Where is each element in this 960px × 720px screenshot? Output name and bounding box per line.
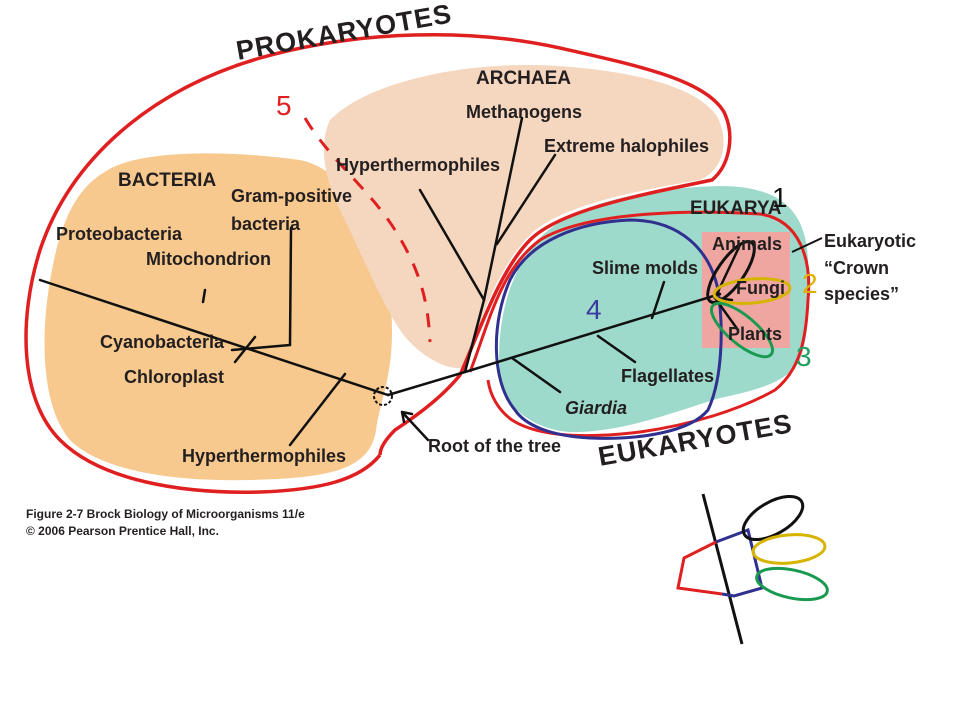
flagellates-label: Flagellates [621, 366, 714, 386]
crown-pointer-line [791, 237, 823, 253]
schematic-green-ellipse [755, 566, 829, 602]
marker-2: 2 [802, 268, 818, 299]
schematic-red-shape [676, 540, 723, 596]
prokaryotes-outline [24, 32, 732, 494]
proteobacteria-label: Proteobacteria [56, 224, 183, 244]
marker-5: 5 [276, 90, 292, 121]
schematic [676, 493, 829, 645]
gram-positive-label: Gram-positive [231, 186, 352, 206]
archaea-label: ARCHAEA [476, 68, 571, 89]
root-arrow [400, 410, 430, 442]
marker-1: 1 [772, 182, 788, 213]
extreme-halophiles-label: Extreme halophiles [544, 136, 709, 156]
marker-3: 3 [796, 341, 812, 372]
crown-annotation-line1: Eukaryotic [824, 231, 916, 251]
root-of-tree-label: Root of the tree [428, 436, 561, 456]
hyperthermophiles-archaea-label: Hyperthermophiles [336, 155, 500, 175]
figure-caption-line2: © 2006 Pearson Prentice Hall, Inc. [26, 524, 219, 538]
chloroplast-label: Chloroplast [124, 367, 224, 387]
plants-label: Plants [728, 324, 782, 344]
giardia-label: Giardia [565, 398, 627, 418]
marker-4: 4 [586, 294, 602, 325]
animals-label: Animals [712, 234, 782, 254]
prokaryotes-label: PROKARYOTES [234, 0, 454, 66]
crown-annotation-line2: “Crown [824, 258, 889, 278]
crown-annotation-line3: species” [824, 284, 899, 304]
methanogens-label: Methanogens [466, 102, 582, 122]
schematic-yellow-ellipse [751, 533, 827, 565]
schematic-black-ellipse [741, 494, 805, 542]
eukarya-label: EUKARYA [690, 198, 782, 219]
cyanobacteria-label: Cyanobacteria [100, 332, 225, 352]
figure-caption-line1: Figure 2-7 Brock Biology of Microorganis… [26, 507, 305, 521]
gram-positive-bacteria-label: bacteria [231, 214, 301, 234]
group-5-dashed-line [303, 117, 432, 343]
root-marker [373, 386, 393, 406]
fungi-ellipse [712, 277, 792, 305]
bacteria-region [44, 153, 392, 481]
group-4-outline [494, 218, 723, 440]
schematic-axis [701, 493, 744, 645]
tree-branches [38, 116, 742, 447]
fungi-label: Fungi [736, 278, 785, 298]
slime-molds-label: Slime molds [592, 258, 698, 278]
bacteria-label: BACTERIA [118, 170, 216, 191]
plants-ellipse [710, 301, 774, 359]
mitochondrion-label: Mitochondrion [146, 249, 271, 269]
hyperthermophiles-bacteria-label: Hyperthermophiles [182, 446, 346, 466]
